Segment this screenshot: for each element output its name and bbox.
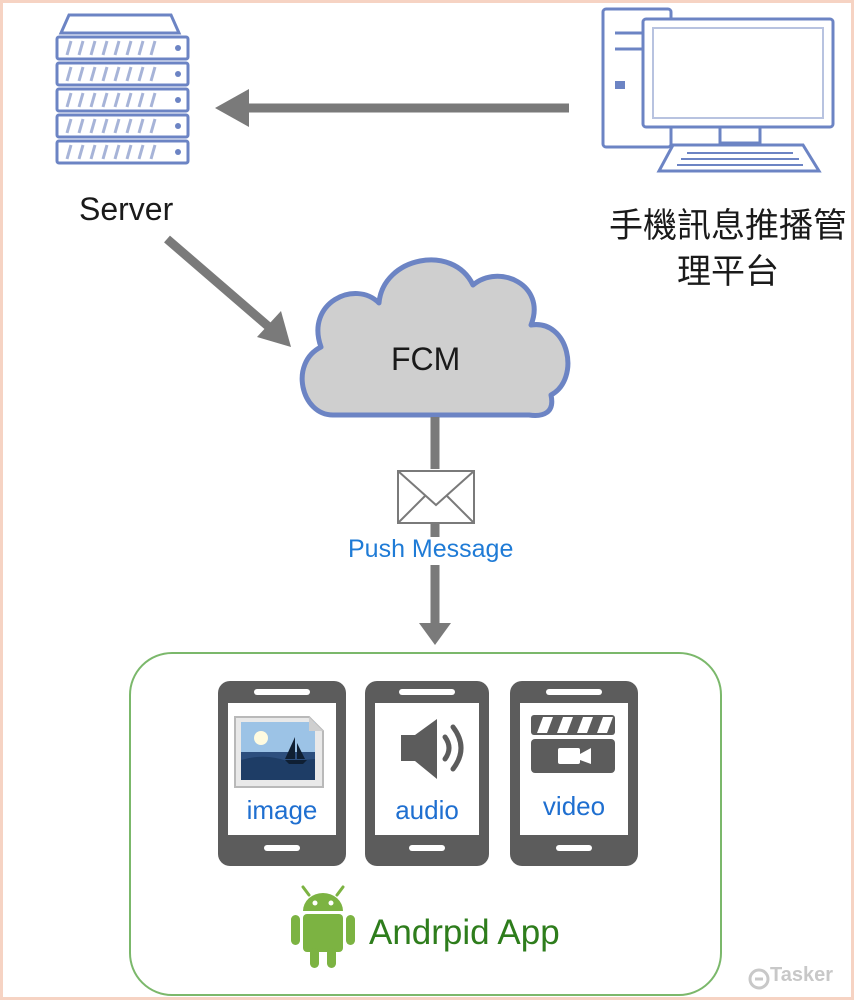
- watermark: Tasker: [769, 964, 833, 986]
- server-label: Server: [79, 191, 174, 227]
- picture-icon: [234, 716, 324, 788]
- envelope-icon: [397, 470, 475, 524]
- server-icon: [55, 13, 190, 165]
- diagram-graphics: [55, 7, 835, 996]
- android-icon: [291, 885, 355, 968]
- fcm-cloud: [299, 257, 571, 418]
- arrow-fcm-to-app: [419, 417, 451, 645]
- android-app-label: Andrpid App: [369, 913, 560, 952]
- push-message-label: Push Message: [348, 535, 514, 563]
- phone-label-image: image: [246, 795, 318, 825]
- computer-icon: [601, 7, 835, 173]
- phone-video: [510, 681, 638, 866]
- fcm-label: FCM: [391, 341, 461, 377]
- management-platform-label: 手機訊息推播管理平台: [609, 206, 847, 292]
- tasker-logo-icon: [748, 968, 770, 990]
- arrow-platform-to-server: [215, 89, 569, 127]
- arrow-server-to-fcm: [164, 235, 291, 347]
- phone-label-video: video: [542, 791, 606, 821]
- video-clapper-icon: [531, 715, 615, 773]
- speaker-icon: [401, 719, 464, 779]
- phone-audio: [365, 681, 489, 866]
- phone-label-audio: audio: [395, 795, 459, 825]
